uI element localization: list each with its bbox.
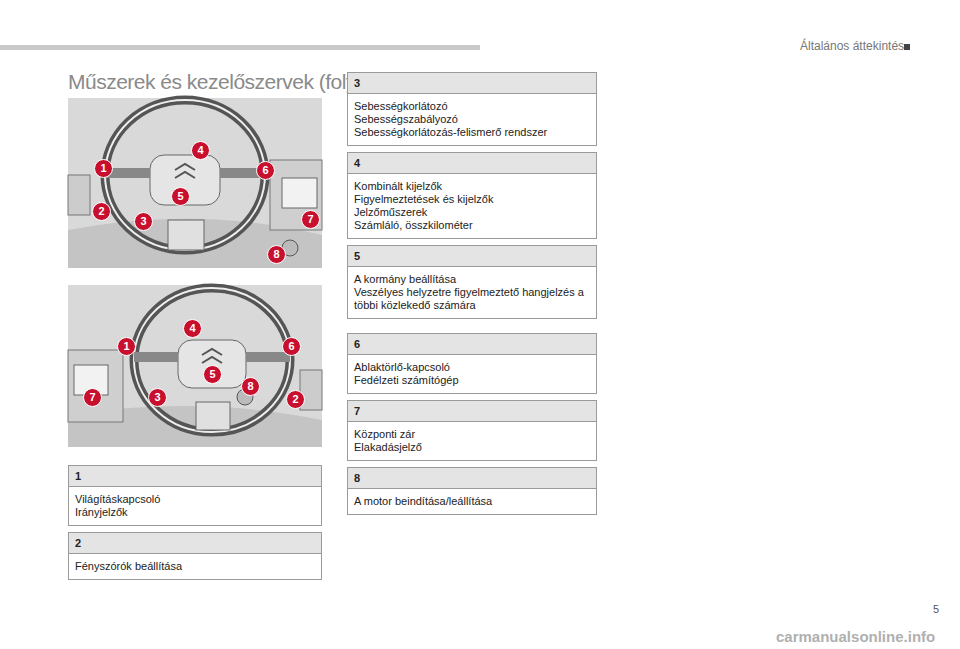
callout-number: 8: [267, 245, 286, 264]
page-number: 5: [933, 603, 939, 615]
callout-number: 2: [92, 202, 111, 221]
box-number: 2: [69, 533, 321, 554]
callout-number: 8: [241, 377, 260, 396]
callout-number: 1: [117, 337, 136, 356]
callout-number: 6: [256, 161, 275, 180]
box-number: 7: [348, 401, 596, 422]
info-box: 5A kormány beállításaVeszélyes helyzetre…: [347, 245, 597, 319]
box-text: Veszélyes helyzetre figyelmeztető hangje…: [348, 286, 596, 318]
box-text: Központi zár: [348, 422, 596, 441]
info-box: 4Kombinált kijelzőkFigyelmeztetések és k…: [347, 152, 597, 239]
box-number: 4: [348, 153, 596, 174]
box-text: Sebességkorlátozó: [348, 94, 596, 113]
box-text: Jelzőműszerek: [348, 206, 596, 219]
top-bar: [0, 45, 480, 50]
header-text: Általános áttekintés: [800, 39, 904, 53]
callout-number: 5: [203, 365, 222, 384]
box-text: Ablaktörlő-kapcsoló: [348, 355, 596, 374]
box-text: Világításkapcsoló: [69, 487, 321, 506]
box-number: 3: [348, 73, 596, 94]
callout-number: 6: [282, 337, 301, 356]
callout-number: 3: [134, 212, 153, 231]
callout-number: 7: [83, 388, 102, 407]
box-text: A kormány beállítása: [348, 267, 596, 286]
info-box: 3SebességkorlátozóSebességszabályozóSebe…: [347, 72, 597, 146]
box-number: 1: [69, 466, 321, 487]
info-box: 1VilágításkapcsolóIrányjelzők: [68, 465, 322, 526]
box-number: 5: [348, 246, 596, 267]
box-number: 8: [348, 468, 596, 489]
watermark: carmanualsonline.info: [776, 628, 935, 645]
callout-number: 1: [94, 159, 113, 178]
box-text: Sebességkorlátozás-felismerő rendszer: [348, 126, 596, 145]
box-text: Számláló, összkilométer: [348, 219, 596, 238]
callout-number: 5: [171, 187, 190, 206]
box-text: Fedélzeti számítógép: [348, 374, 596, 393]
box-text: Fényszórók beállítása: [69, 554, 321, 579]
dashboard-illustration-rhd: [68, 285, 322, 447]
callout-number: 3: [148, 388, 167, 407]
info-box: 6Ablaktörlő-kapcsolóFedélzeti számítógép: [347, 333, 597, 394]
callout-number: 2: [286, 390, 305, 409]
box-text: Figyelmeztetések és kijelzők: [348, 193, 596, 206]
callout-number: 4: [183, 319, 202, 338]
box-text: A motor beindítása/leállítása: [348, 489, 596, 514]
info-box: 7Központi zárElakadásjelző: [347, 400, 597, 461]
box-text: Elakadásjelző: [348, 441, 596, 460]
info-box: 8A motor beindítása/leállítása: [347, 467, 597, 515]
callout-number: 4: [191, 141, 210, 160]
box-text: Irányjelzők: [69, 506, 321, 525]
dashboard-illustration-lhd: [68, 98, 322, 268]
callout-number: 7: [301, 210, 320, 229]
section-mark: [904, 44, 910, 50]
box-text: Sebességszabályozó: [348, 113, 596, 126]
box-text: Kombinált kijelzők: [348, 174, 596, 193]
box-number: 6: [348, 334, 596, 355]
info-box: 2Fényszórók beállítása: [68, 532, 322, 580]
